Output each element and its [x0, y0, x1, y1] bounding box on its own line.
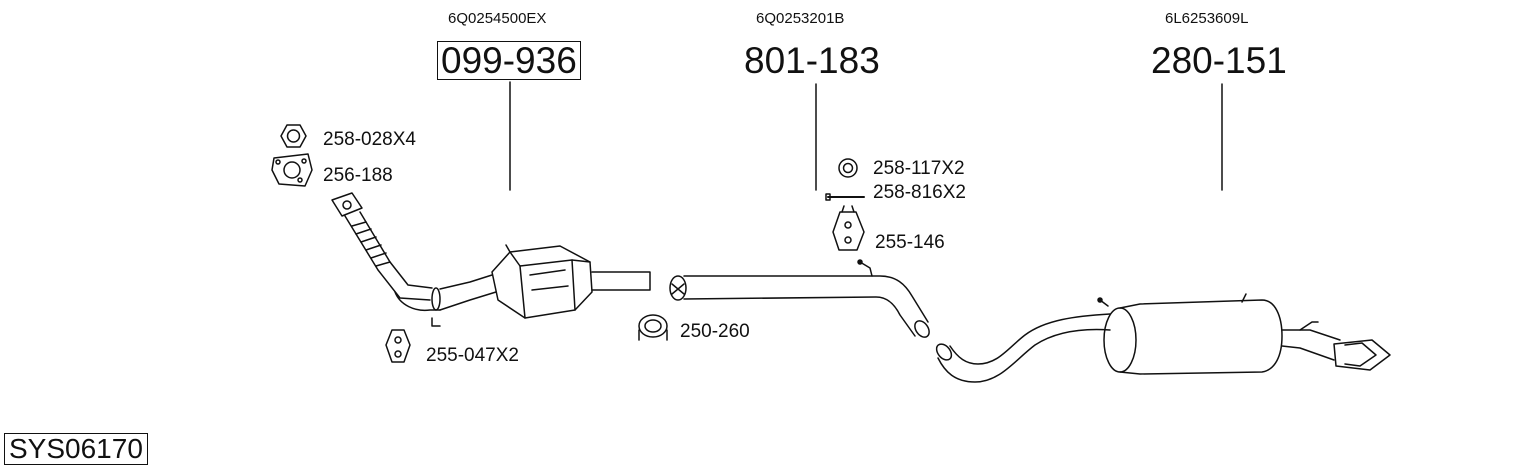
fitting-label-gasket[interactable]: 256-188 — [323, 165, 393, 186]
rubber-hanger-front-icon — [385, 329, 411, 363]
part-number-catalyst[interactable]: 099-936 — [437, 41, 581, 80]
fitting-label-clamp[interactable]: 250-260 — [680, 321, 750, 342]
oem-number-centre-pipe: 6Q0253201B — [756, 10, 845, 27]
fitting-label-bolt[interactable]: 258-816X2 — [873, 182, 966, 203]
pipe-clamp-icon — [638, 314, 668, 341]
fitting-label-nut[interactable]: 258-028X4 — [323, 129, 416, 150]
fitting-label-ring[interactable]: 258-117X2 — [873, 158, 965, 179]
part-number-centre-pipe[interactable]: 801-183 — [744, 40, 880, 81]
system-code: SYS06170 — [4, 433, 148, 465]
rubber-hanger-mid-icon — [832, 205, 865, 251]
oem-number-rear-silencer: 6L6253609L — [1165, 10, 1249, 27]
centre-pipe-icon — [669, 259, 930, 338]
fitting-label-hanger-mid[interactable]: 255-146 — [875, 232, 945, 253]
catalytic-converter-icon — [491, 244, 651, 319]
flange-gasket-icon — [271, 153, 313, 187]
rear-silencer-icon — [935, 293, 1391, 383]
sealing-ring-icon — [838, 158, 858, 178]
front-pipe-flex-icon — [331, 192, 497, 327]
fitting-label-hanger-front[interactable]: 255-047X2 — [426, 345, 519, 366]
part-number-rear-silencer[interactable]: 280-151 — [1151, 40, 1287, 81]
bolt-icon — [825, 193, 865, 201]
hex-nut-icon — [280, 124, 307, 148]
oem-number-catalyst: 6Q0254500EX — [448, 10, 547, 27]
